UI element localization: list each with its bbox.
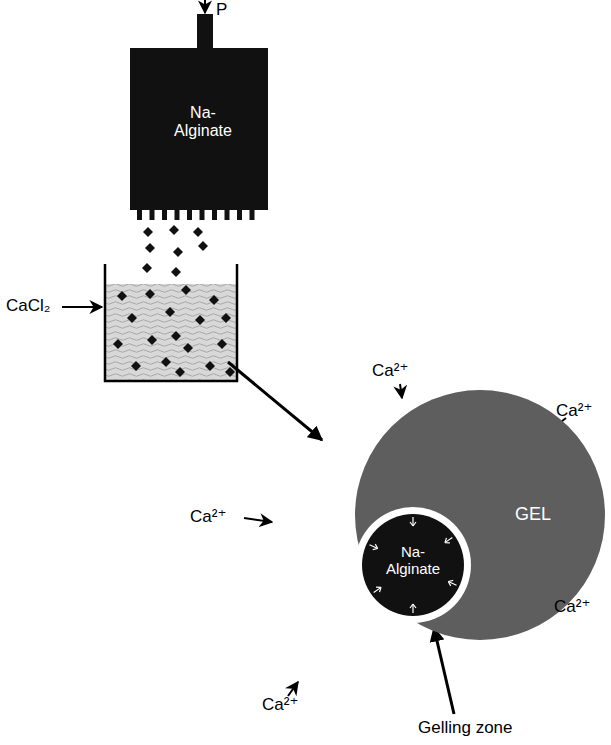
droplet — [145, 289, 155, 299]
droplet — [183, 343, 193, 353]
plunger-stem — [197, 14, 213, 50]
droplet — [171, 331, 181, 341]
ion-label: Ca²⁺ — [372, 360, 408, 381]
reagent-label: CaCl₂ — [6, 296, 50, 316]
droplet — [127, 313, 137, 323]
droplet — [143, 227, 153, 237]
droplet — [198, 241, 208, 251]
ion-label: Ca²⁺ — [556, 400, 592, 421]
zone-label: Gelling zone — [418, 718, 513, 738]
droplet — [113, 339, 123, 349]
droplet — [131, 361, 141, 371]
droplet — [171, 267, 181, 277]
droplet — [173, 247, 183, 257]
node-text: Na- Alginate — [378, 543, 448, 578]
calcium-bath — [106, 284, 236, 380]
droplet — [195, 315, 205, 325]
droplets — [142, 225, 208, 277]
beaker — [105, 264, 237, 381]
droplets-in-bath — [113, 285, 235, 377]
droplet — [193, 227, 203, 237]
droplet — [117, 291, 127, 301]
ion-arrow — [244, 518, 272, 522]
droplet — [169, 225, 179, 235]
node-text: Na- Alginate — [170, 104, 236, 141]
droplet — [165, 307, 175, 317]
ion-label: Ca²⁺ — [554, 596, 590, 617]
zoom-arrow — [228, 362, 322, 440]
droplet — [221, 313, 231, 323]
leader-arrow — [434, 628, 454, 714]
extruder-body: Na- Alginate — [130, 48, 268, 210]
pressure-label: P — [216, 0, 227, 20]
node-text: GEL — [503, 504, 563, 525]
droplet — [145, 243, 155, 253]
droplet — [209, 295, 219, 305]
droplet — [142, 263, 152, 273]
ion-arrow — [288, 682, 298, 696]
droplet — [175, 367, 185, 377]
droplet — [181, 285, 191, 295]
droplet — [147, 335, 157, 345]
droplet — [205, 361, 215, 371]
droplet — [161, 357, 171, 367]
alginate-core: Na- Alginate — [355, 507, 471, 623]
droplet — [217, 339, 227, 349]
inward-arrows — [369, 517, 456, 613]
ion-label: Ca²⁺ — [190, 506, 226, 527]
ion-label: Ca²⁺ — [262, 694, 298, 715]
ion-arrow — [400, 384, 402, 398]
pressure-arrow — [204, 0, 206, 13]
feed-arrow — [62, 306, 102, 308]
